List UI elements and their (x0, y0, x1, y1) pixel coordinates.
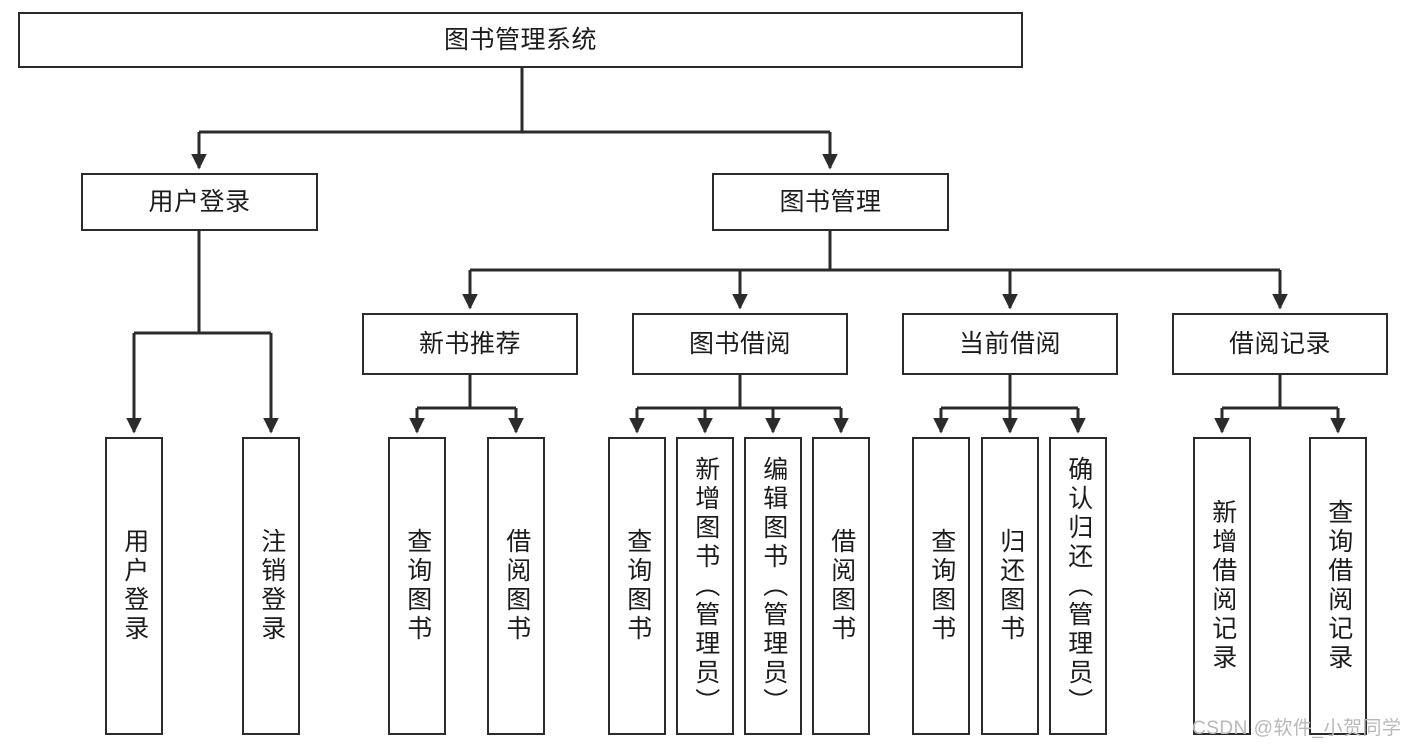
node-label: 用户登录 (148, 187, 251, 216)
node-label: 借阅图书 (502, 528, 531, 644)
node-borrowing-records[interactable]: 借阅记录 (1172, 313, 1388, 375)
node-label: 图书管理 (779, 187, 882, 216)
node-label: 用户登录 (120, 528, 149, 644)
leaf-logout[interactable]: 注销登录 (242, 437, 300, 735)
node-label: 新增借阅记录 (1208, 499, 1237, 673)
node-label: 查询图书 (403, 528, 432, 644)
leaf-borrow-query-book[interactable]: 查询图书 (608, 437, 666, 735)
node-label: 新书推荐 (418, 329, 521, 358)
node-label: 借阅记录 (1228, 329, 1331, 358)
node-label: 确认归还（管理员） (1064, 455, 1093, 717)
node-label: 查询借阅记录 (1324, 499, 1353, 673)
leaf-current-confirm-return-admin[interactable]: 确认归还（管理员） (1049, 437, 1107, 735)
node-label: 归还图书 (996, 528, 1025, 644)
leaf-records-query-record[interactable]: 查询借阅记录 (1309, 437, 1367, 735)
node-label: 当前借阅 (958, 329, 1061, 358)
leaf-borrow-borrow-book[interactable]: 借阅图书 (812, 437, 870, 735)
node-book-management[interactable]: 图书管理 (712, 173, 949, 231)
node-label: 新增图书（管理员） (691, 455, 720, 717)
leaf-records-add-record[interactable]: 新增借阅记录 (1193, 437, 1251, 735)
leaf-new-book-query-book[interactable]: 查询图书 (388, 437, 446, 735)
leaf-user-login[interactable]: 用户登录 (105, 437, 163, 735)
leaf-current-return-book[interactable]: 归还图书 (981, 437, 1039, 735)
leaf-new-book-borrow-book[interactable]: 借阅图书 (487, 437, 545, 735)
node-label: 查询图书 (623, 528, 652, 644)
node-book-borrowing[interactable]: 图书借阅 (632, 313, 848, 375)
node-label: 图书管理系统 (443, 25, 597, 54)
node-label: 借阅图书 (827, 528, 856, 644)
node-current-borrowing[interactable]: 当前借阅 (902, 313, 1118, 375)
leaf-borrow-add-book-admin[interactable]: 新增图书（管理员） (676, 437, 734, 735)
leaf-borrow-edit-book-admin[interactable]: 编辑图书（管理员） (744, 437, 802, 735)
node-new-book-recommendation[interactable]: 新书推荐 (362, 313, 578, 375)
node-label: 注销登录 (257, 528, 286, 644)
leaf-current-query-book[interactable]: 查询图书 (912, 437, 970, 735)
node-label: 图书借阅 (688, 329, 791, 358)
node-label: 查询图书 (927, 528, 956, 644)
node-label: 编辑图书（管理员） (759, 455, 788, 717)
node-user-login[interactable]: 用户登录 (81, 173, 318, 231)
node-root-book-management-system[interactable]: 图书管理系统 (18, 12, 1023, 68)
